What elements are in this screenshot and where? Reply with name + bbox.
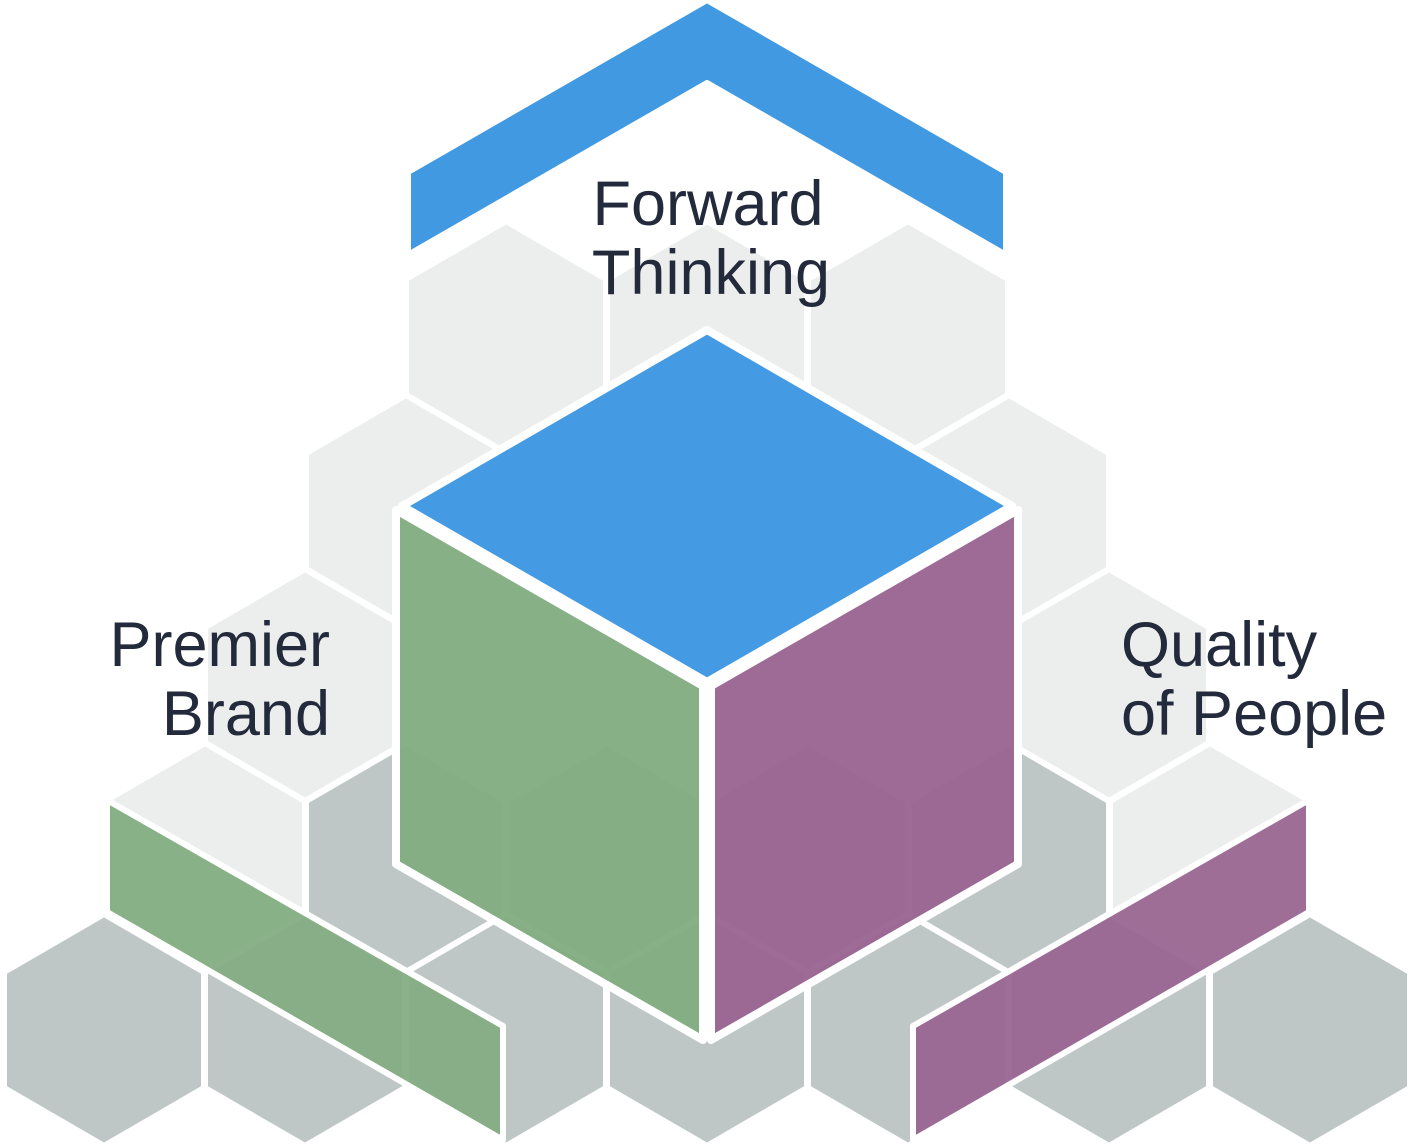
label-premier-brand: Premier Brand [109,610,330,749]
label-quality-of-people: Quality of People [1121,610,1387,749]
quality-of-people-line2: of People [1121,679,1387,749]
premier-brand-bar [104,797,506,1143]
premier-brand-line2: Brand [162,679,330,749]
roof-chevron [405,0,1009,258]
forward-thinking-line2: Thinking [592,238,830,308]
cube-left-face [392,506,707,1044]
cube-right-face [707,506,1022,1044]
forward-thinking-line1: Forward [592,169,823,239]
label-forward-thinking: Forward Thinking [592,169,830,308]
premier-brand-line1: Premier [109,610,330,680]
quality-of-people-line1: Quality [1121,610,1318,680]
center-cube [392,326,1022,1044]
quality-of-people-bar [910,797,1312,1143]
cube-top-face [398,326,1016,686]
